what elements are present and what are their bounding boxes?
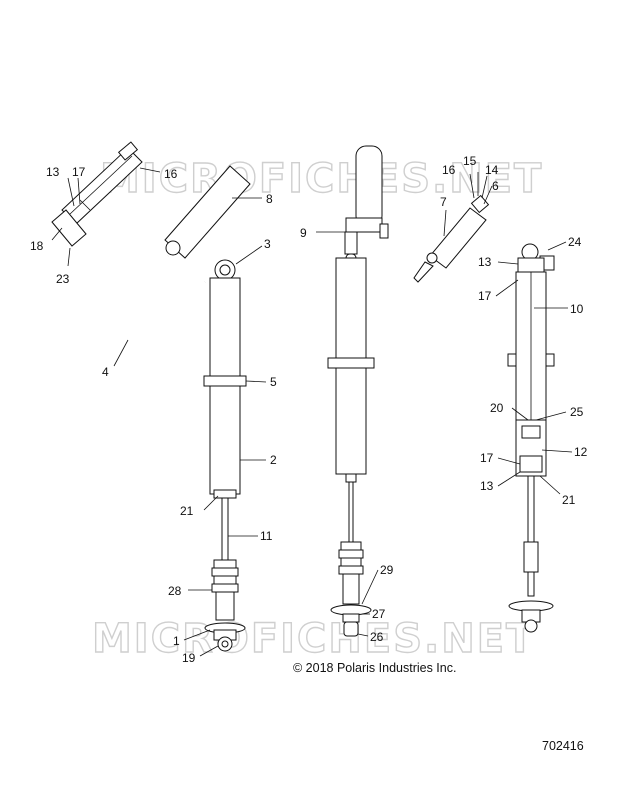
callout-4: 4 — [102, 365, 109, 379]
callout-7: 7 — [440, 195, 447, 209]
callout-3: 3 — [264, 237, 271, 251]
watermark-top: MICROFICHES.NET — [100, 156, 543, 202]
callout-27: 27 — [372, 607, 386, 621]
callout-19: 19 — [182, 651, 196, 665]
callout-15: 15 — [463, 154, 477, 168]
callout-11: 11 — [260, 529, 273, 543]
remote-reservoir-left — [51, 141, 143, 247]
callout-13-right-top: 13 — [478, 255, 492, 269]
callout-labels: 16 13 17 18 23 8 3 4 5 2 21 11 28 1 19 9… — [30, 154, 588, 665]
callout-26: 26 — [370, 630, 384, 644]
callout-6: 6 — [492, 179, 499, 193]
callout-17-left: 17 — [72, 165, 86, 179]
callout-2: 2 — [270, 453, 277, 467]
callout-29: 29 — [380, 563, 394, 577]
callout-13-right-bottom: 13 — [480, 479, 494, 493]
callout-14: 14 — [485, 163, 499, 177]
callout-24: 24 — [568, 235, 582, 249]
document-number: 702416 — [542, 739, 584, 753]
callout-8: 8 — [266, 192, 273, 206]
callout-1: 1 — [173, 634, 180, 648]
callout-17-right-top: 17 — [478, 289, 492, 303]
callout-20: 20 — [490, 401, 504, 415]
callout-12: 12 — [574, 445, 588, 459]
shock-assembly-middle — [327, 145, 389, 637]
callout-9: 9 — [300, 226, 307, 240]
callout-5: 5 — [270, 375, 277, 389]
watermark-bottom: MICROFICHES.NET — [92, 616, 535, 662]
callout-25: 25 — [570, 405, 584, 419]
callout-21-left: 21 — [180, 504, 194, 518]
shock-assembly-left — [114, 165, 251, 652]
callout-23: 23 — [56, 272, 70, 286]
copyright-text: © 2018 Polaris Industries Inc. — [293, 661, 456, 675]
callout-17-right-bottom: 17 — [480, 451, 494, 465]
callout-21-right: 21 — [562, 493, 576, 507]
shock-assembly-cutaway — [507, 243, 555, 633]
leader-lines — [51, 167, 573, 657]
callout-16-right: 16 — [442, 163, 456, 177]
callout-16-left: 16 — [164, 167, 178, 181]
callout-13-left: 13 — [46, 165, 60, 179]
callout-28: 28 — [168, 584, 182, 598]
remote-reservoir-right — [413, 194, 490, 283]
callout-18: 18 — [30, 239, 44, 253]
callout-10: 10 — [570, 302, 584, 316]
